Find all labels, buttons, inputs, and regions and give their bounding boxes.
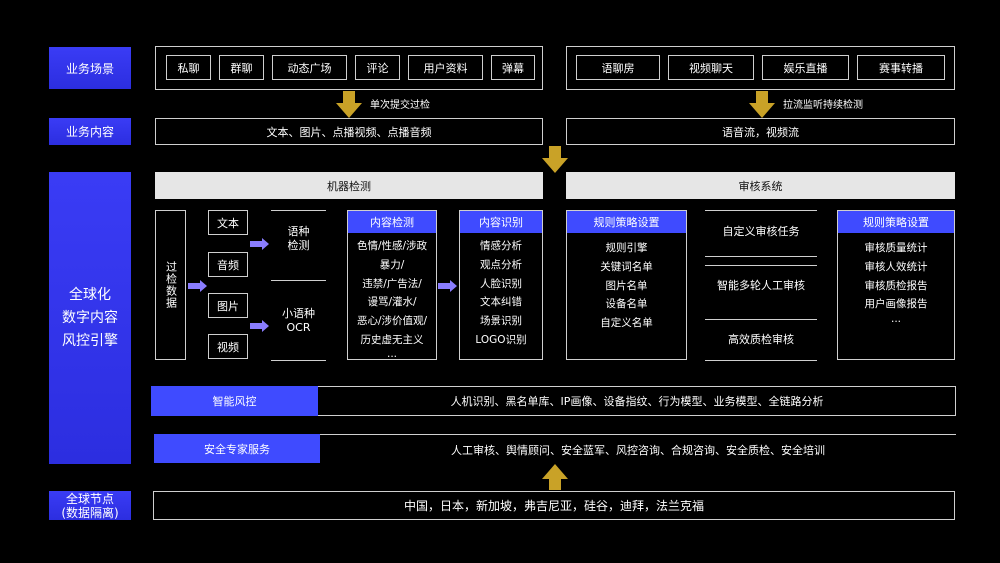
list-item: 违禁/广告法/ — [362, 277, 422, 290]
list-item: 历史虚无主义 — [360, 333, 424, 346]
list-item: 自定义名单 — [600, 317, 653, 330]
machine-detection-bar: 机器检测 — [155, 172, 543, 199]
divider — [271, 210, 326, 211]
media-audio: 音频 — [208, 252, 248, 277]
scene-comment: 评论 — [355, 55, 400, 80]
list-item: ... — [386, 347, 397, 360]
scene-group-chat: 群聊 — [219, 55, 264, 80]
list-item: 谩骂/灌水/ — [367, 296, 417, 309]
arrow-right-icon — [250, 320, 269, 332]
list-item: 观点分析 — [480, 258, 522, 271]
list-item: 情感分析 — [480, 240, 522, 252]
list-item: 色情/性感/涉政 — [356, 240, 428, 252]
scene-sports-broadcast: 赛事转播 — [857, 55, 945, 80]
scene-voice-room: 语聊房 — [576, 55, 660, 80]
list-item: 场景识别 — [480, 315, 522, 328]
expert-service-text: 人工审核、舆情顾问、安全蓝军、风控咨询、合规咨询、安全质检、安全培训 — [451, 444, 825, 457]
divider — [705, 256, 817, 257]
divider — [271, 280, 326, 281]
divider — [705, 210, 817, 211]
rule-policy-stats-box: 规则策略设置 审核质量统计 审核人效统计 审核质检报告 用户画像报告 ... — [837, 210, 955, 360]
content-recog-box: 内容识别 情感分析 观点分析 人脸识别 文本纠错 场景识别 LOGO识别 — [459, 210, 543, 360]
smart-risk-label: 智能风控 — [151, 386, 318, 416]
arrow-right-icon — [438, 280, 457, 292]
scene-feed-square: 动态广场 — [272, 55, 347, 80]
side-business-scene: 业务场景 — [49, 47, 131, 89]
content-check-box: 内容检测 色情/性感/涉政 暴力/ 违禁/广告法/ 谩骂/灌水/ 恶心/涉价值观… — [347, 210, 437, 360]
review-task-quality: 高效质检审核 — [728, 333, 794, 346]
pass-data-box: 过检数据 — [155, 210, 186, 360]
list-item: 图片名单 — [605, 279, 648, 292]
arrow-down-left-icon — [336, 91, 362, 118]
minor-ocr-label: 小语种 OCR — [282, 307, 315, 334]
rule-policy-box: 规则策略设置 规则引擎 关键词名单 图片名单 设备名单 自定义名单 — [566, 210, 687, 360]
divider — [705, 265, 817, 266]
review-task-custom: 自定义审核任务 — [722, 225, 800, 238]
scene-left-frame — [155, 46, 543, 90]
divider — [271, 360, 326, 361]
media-image: 图片 — [208, 293, 248, 318]
smart-risk-text: 人机识别、黑名单库、IP画像、设备指纹、行为模型、业务模型、全链路分析 — [450, 395, 824, 408]
arrow-right-icon — [188, 280, 207, 292]
content-left: 文本、图片、点播视频、点播音频 — [155, 118, 543, 145]
rule-policy-title: 规则策略设置 — [567, 211, 686, 233]
scene-danmaku: 弹幕 — [491, 55, 535, 80]
global-nodes-list: 中国，日本，新加坡，弗吉尼亚，硅谷，迪拜，法兰克福 — [153, 491, 955, 520]
list-item: 审核质检报告 — [864, 279, 928, 292]
media-text: 文本 — [208, 210, 248, 235]
divider — [705, 319, 817, 320]
arrow-label-single: 单次提交过检 — [370, 100, 430, 111]
content-right: 语音流，视频流 — [566, 118, 955, 145]
list-item: 人脸识别 — [480, 277, 522, 290]
scene-live-stream: 娱乐直播 — [762, 55, 849, 80]
divider — [320, 434, 956, 435]
list-item: 规则引擎 — [605, 242, 648, 254]
side-risk-engine: 全球化 数字内容 风控引擎 — [49, 172, 131, 464]
arrow-down-right-icon — [749, 91, 775, 118]
content-check-title: 内容检测 — [348, 211, 436, 233]
review-system-bar: 审核系统 — [566, 172, 955, 199]
list-item: 关键词名单 — [600, 260, 653, 273]
scene-right-frame — [566, 46, 955, 90]
list-item: 暴力/ — [379, 258, 405, 271]
content-recog-title: 内容识别 — [460, 211, 542, 233]
list-item: 审核质量统计 — [864, 242, 928, 254]
list-item: 文本纠错 — [480, 296, 522, 309]
scene-user-profile: 用户资料 — [408, 55, 483, 80]
review-task-multi-round: 智能多轮人工审核 — [717, 279, 805, 292]
list-item: 审核人效统计 — [864, 260, 928, 273]
scene-private-chat: 私聊 — [166, 55, 211, 80]
arrow-right-icon — [250, 238, 269, 250]
arrow-label-stream: 拉流监听持续检测 — [783, 100, 863, 111]
arrow-down-center-icon — [542, 146, 568, 173]
expert-service-label: 安全专家服务 — [154, 434, 320, 463]
side-global-nodes: 全球节点 (数据隔离) — [49, 491, 131, 520]
divider — [705, 360, 817, 361]
list-item: ... — [890, 313, 901, 326]
list-item: 用户画像报告 — [864, 298, 928, 311]
scene-video-chat: 视频聊天 — [668, 55, 754, 80]
pass-data-label: 过检数据 — [164, 261, 178, 309]
media-video: 视频 — [208, 334, 248, 359]
side-business-content: 业务内容 — [49, 118, 131, 145]
list-item: 设备名单 — [605, 298, 648, 311]
arrow-up-icon — [542, 464, 568, 490]
list-item: 恶心/涉价值观/ — [356, 315, 428, 328]
rule-policy-stats-title: 规则策略设置 — [838, 211, 954, 233]
lang-detect-label: 语种 检测 — [287, 225, 310, 252]
list-item: LOGO识别 — [475, 333, 527, 346]
